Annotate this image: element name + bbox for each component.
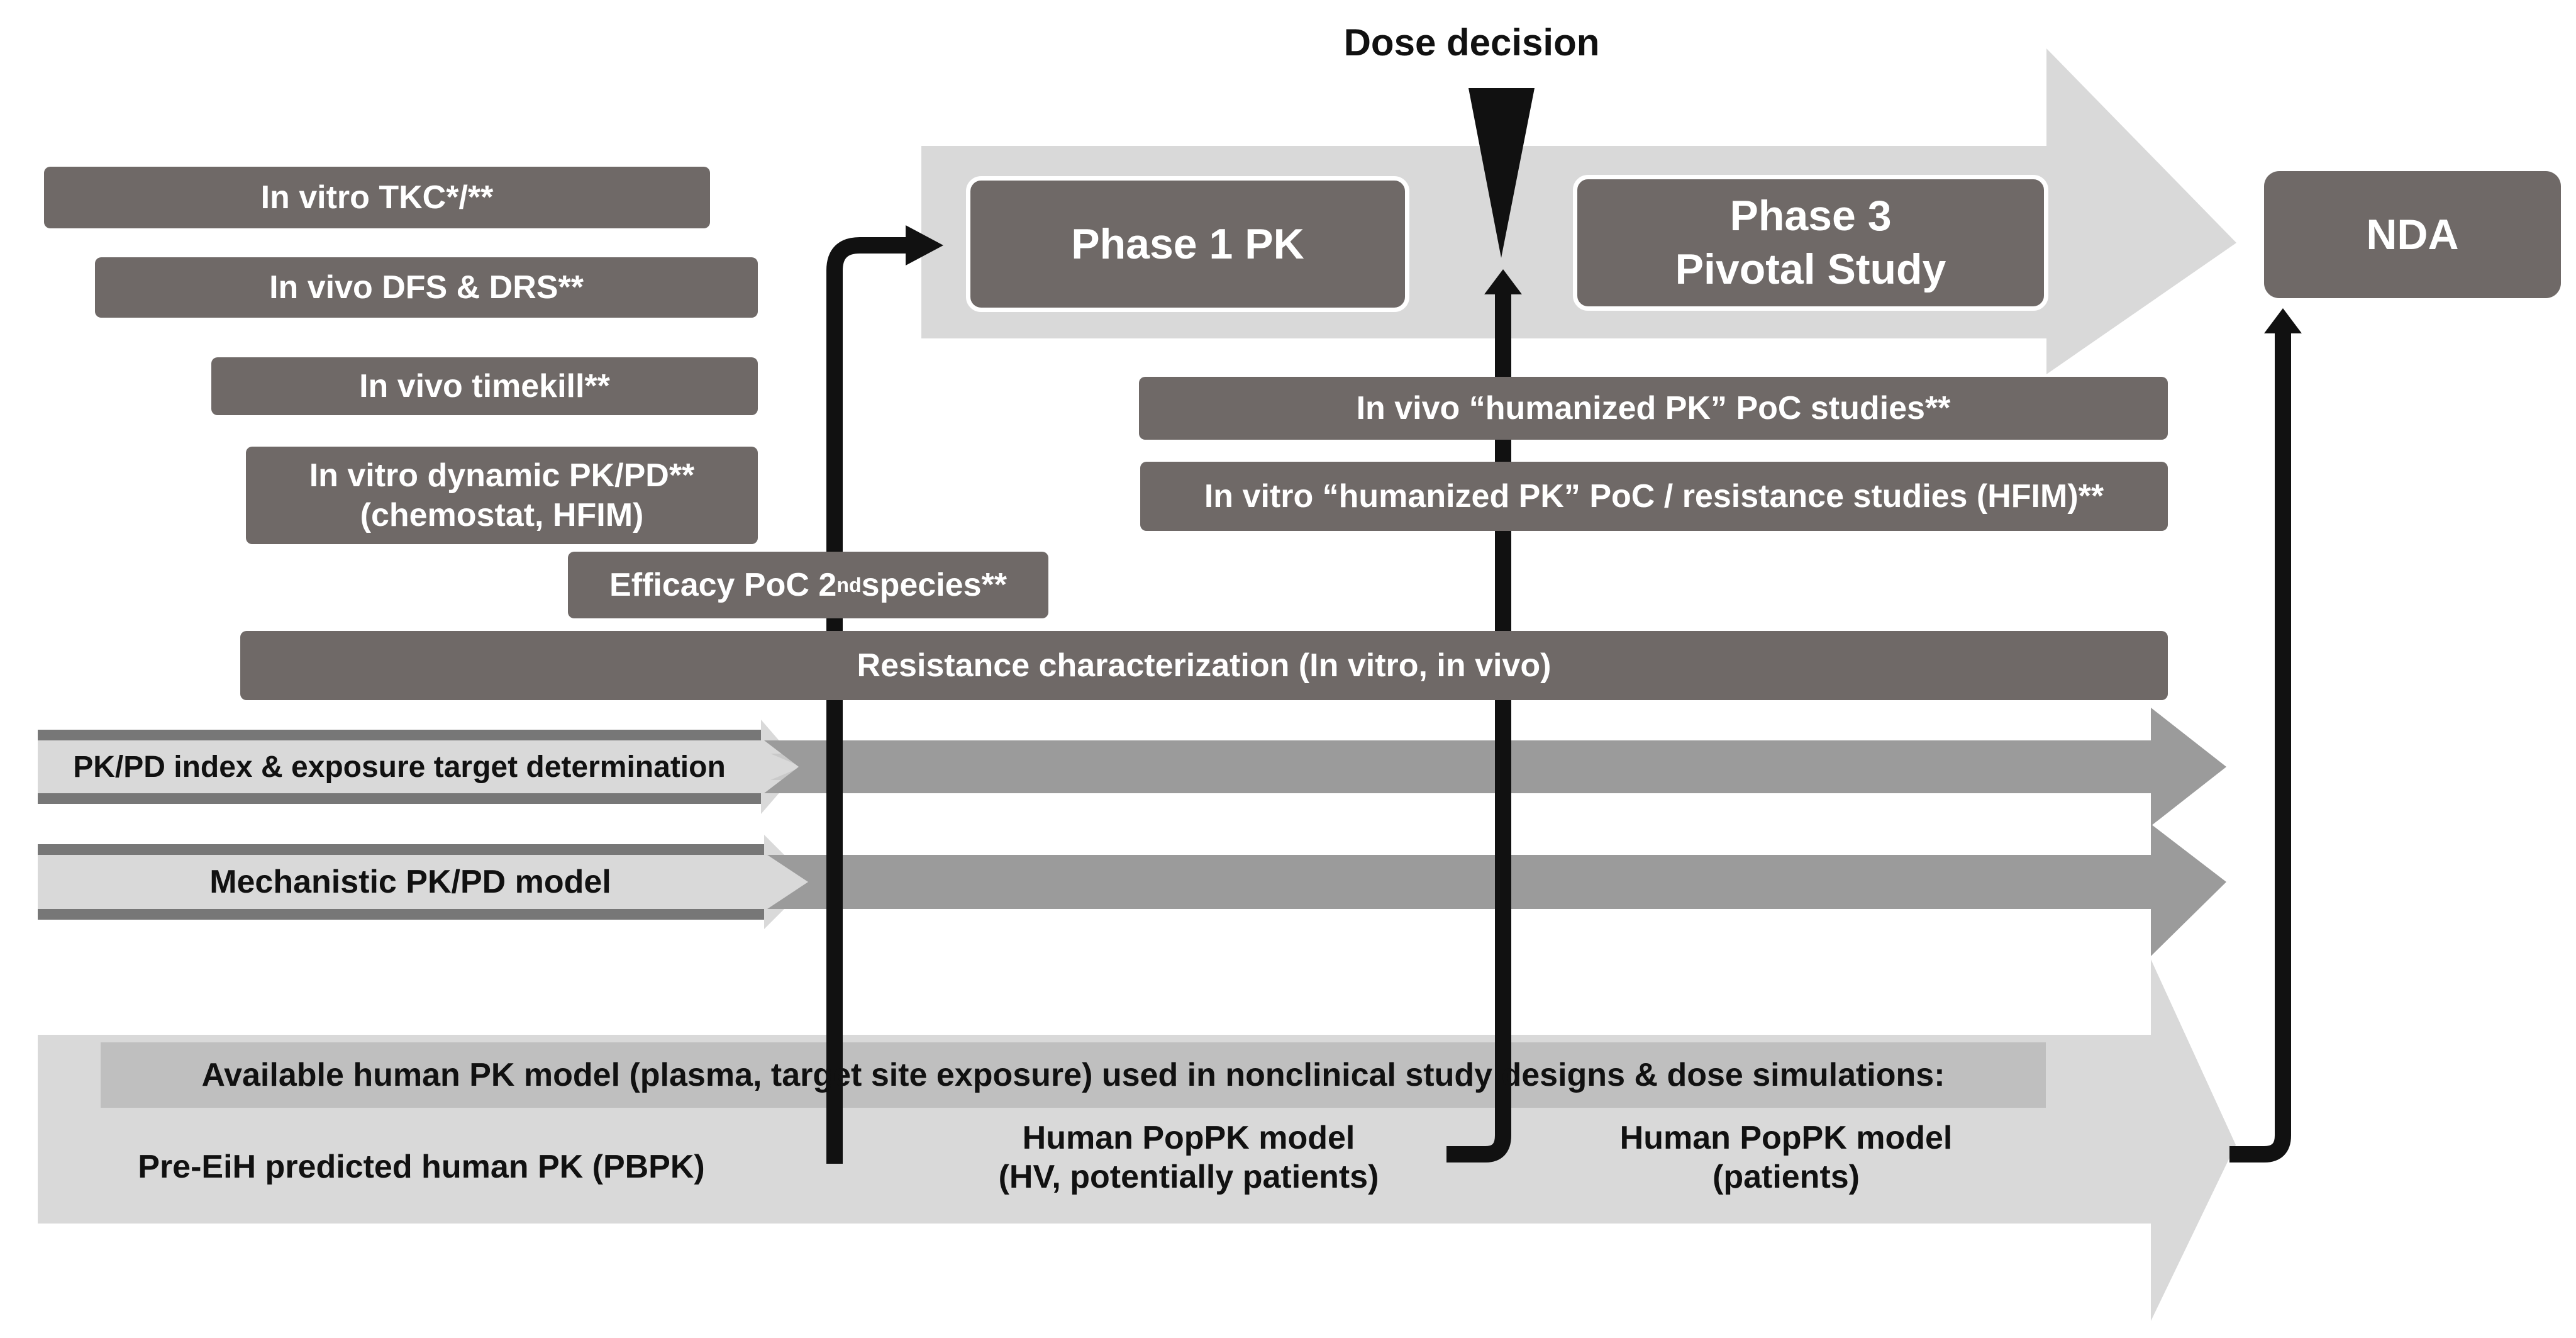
human-poppk-hv-label: Human PopPK model (HV, potentially patie… bbox=[998, 1119, 1379, 1195]
connector-to-dose-decision bbox=[1446, 269, 1522, 1162]
nda-box: NDA bbox=[2264, 171, 2561, 298]
dose-decision-marker bbox=[1468, 88, 1535, 258]
pre-eih-label: Pre-EiH predicted human PK (PBPK) bbox=[138, 1149, 705, 1185]
human-poppk-patients-label: Human PopPK model (patients) bbox=[1619, 1119, 1953, 1195]
phase3-pivotal-study-box: Phase 3 Pivotal Study bbox=[1573, 175, 2048, 311]
efficacy-poc-suffix: species** bbox=[861, 566, 1007, 603]
phase1-pk-box: Phase 1 PK bbox=[966, 176, 1409, 312]
human-pk-header-band bbox=[101, 1042, 2046, 1108]
pkpd-index-label: PK/PD index & exposure target determinat… bbox=[73, 750, 726, 784]
in-vitro-tkc-box: In vitro TKC*/** bbox=[44, 167, 710, 228]
connector-to-nda bbox=[2229, 308, 2302, 1162]
human-pk-header-label: Available human PK model (plasma, target… bbox=[201, 1057, 1945, 1093]
in-vivo-timekill-box: In vivo timekill** bbox=[211, 357, 758, 415]
efficacy-poc-text: Efficacy PoC 2 bbox=[609, 566, 837, 603]
connector-to-phase1 bbox=[826, 225, 943, 1164]
in-vitro-dynamic-pkpd-box: In vitro dynamic PK/PD** (chemostat, HFI… bbox=[246, 447, 758, 544]
mechanistic-pkpd-label: Mechanistic PK/PD model bbox=[209, 864, 611, 900]
in-vitro-humanized-pk-box: In vitro “humanized PK” PoC / resistance… bbox=[1140, 462, 2168, 531]
resistance-characterization-box: Resistance characterization (In vitro, i… bbox=[240, 631, 2168, 700]
in-vivo-dfs-drs-box: In vivo DFS & DRS** bbox=[95, 257, 758, 318]
dose-decision-label: Dose decision bbox=[1343, 21, 1600, 64]
in-vivo-humanized-pk-box: In vivo “humanized PK” PoC studies** bbox=[1139, 377, 2168, 440]
